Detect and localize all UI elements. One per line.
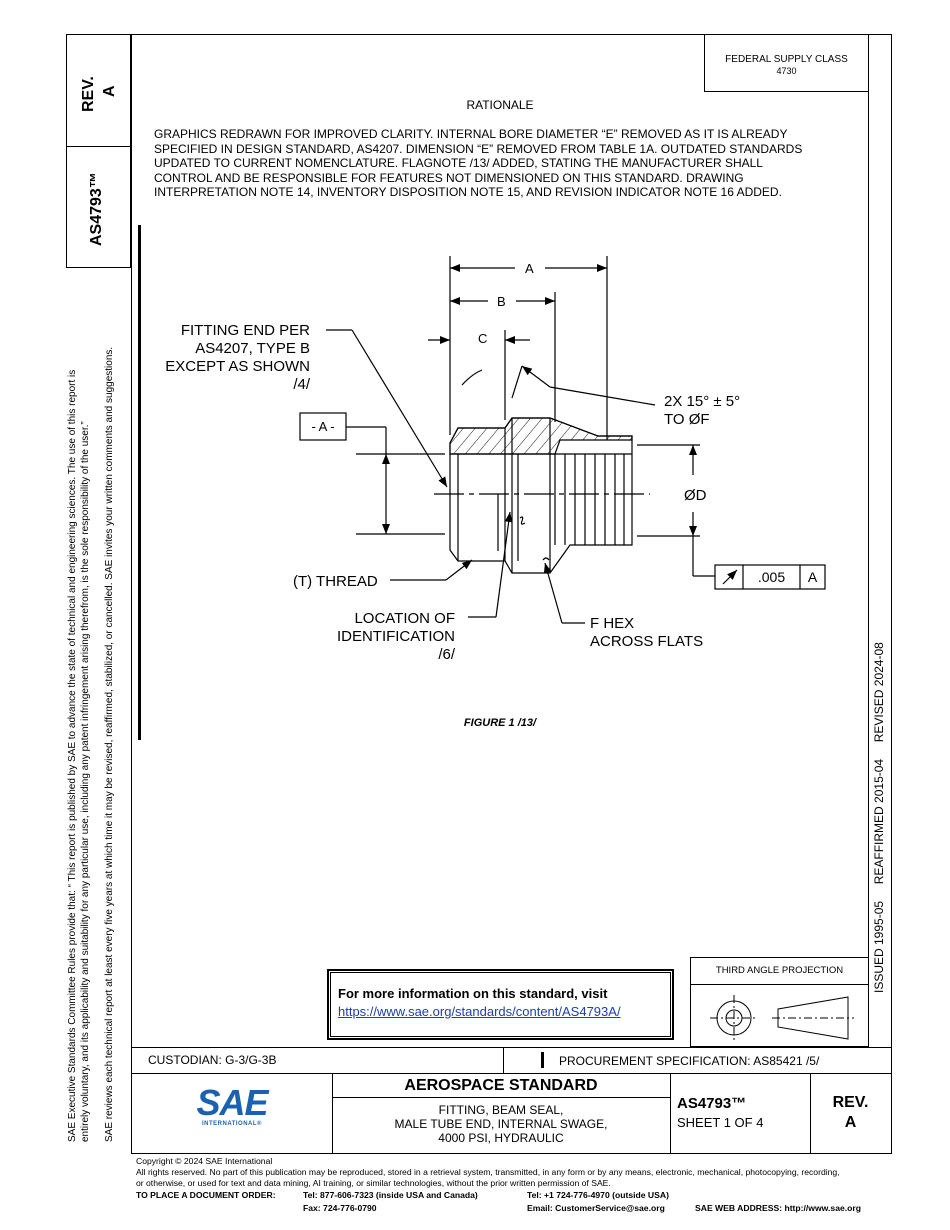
frame-top bbox=[131, 34, 892, 35]
order-label: TO PLACE A DOCUMENT ORDER: bbox=[136, 1190, 276, 1200]
rationale-line: CONTROL AND BE RESPONSIBLE FOR FEATURES … bbox=[154, 170, 744, 185]
web-address[interactable]: SAE WEB ADDRESS: http://www.sae.org bbox=[695, 1203, 861, 1213]
dim-a-label: A bbox=[525, 261, 534, 276]
dia-d-label: ØD bbox=[684, 487, 707, 504]
document-description: FITTING, BEAM SEAL, MALE TUBE END, INTER… bbox=[332, 1103, 670, 1145]
tolerance-datum: A bbox=[807, 569, 818, 585]
info-text: For more information on this standard, v… bbox=[338, 986, 608, 1001]
third-angle-symbol-icon bbox=[710, 995, 854, 1041]
frame-left bbox=[131, 34, 132, 1154]
location-line: IDENTIFICATION bbox=[336, 628, 455, 645]
hex-line: ACROSS FLATS bbox=[590, 633, 704, 650]
title-block-split bbox=[503, 1047, 504, 1073]
rights-line: All rights reserved. No part of this pub… bbox=[136, 1167, 840, 1177]
sae-logo: SAE INTERNATIONAL® bbox=[190, 1082, 274, 1128]
rationale-line: SPECIFIED IN DESIGN STANDARD, AS4207. DI… bbox=[154, 141, 803, 156]
projection-divider bbox=[690, 984, 869, 985]
rationale-line: INTERPRETATION NOTE 14, INVENTORY DISPOS… bbox=[154, 185, 782, 200]
title-block-bottom bbox=[131, 1153, 892, 1154]
fitting-end-line: EXCEPT AS SHOWN bbox=[165, 358, 310, 375]
sae-logo-sub: INTERNATIONAL® bbox=[202, 1121, 262, 1127]
fitting-drawing bbox=[299, 256, 826, 624]
procurement-marker bbox=[541, 1052, 544, 1068]
location-note: LOCATION OF IDENTIFICATION /6/ bbox=[300, 610, 455, 664]
info-box bbox=[327, 969, 674, 1040]
description-line: 4000 PSI, HYDRAULIC bbox=[438, 1131, 564, 1145]
fitting-end-line: /4/ bbox=[293, 376, 310, 393]
thread-note: (T) THREAD bbox=[293, 573, 378, 590]
issue-dates: ISSUED 1995-05 REAFFIRMED 2015-04 REVISE… bbox=[872, 642, 886, 993]
tolerance-value: .005 bbox=[757, 569, 786, 585]
hex-line: F HEX bbox=[590, 615, 635, 632]
projection-label: THIRD ANGLE PROJECTION bbox=[715, 965, 844, 976]
angle-note: 2X 15° ± 5° TO ØF bbox=[664, 393, 740, 429]
fsc-box bbox=[704, 34, 869, 92]
frame-right bbox=[891, 34, 892, 1154]
angle-line: TO ØF bbox=[664, 411, 710, 428]
fitting-end-note: FITTING END PER AS4207, TYPE B EXCEPT AS… bbox=[130, 322, 310, 394]
info-box-inner bbox=[330, 972, 671, 1037]
location-line: LOCATION OF bbox=[354, 610, 455, 627]
description-line: FITTING, BEAM SEAL, bbox=[438, 1103, 564, 1117]
standard-link[interactable]: https://www.sae.org/standards/content/AS… bbox=[338, 1004, 621, 1019]
title-doc-number: AS4793™ bbox=[677, 1095, 747, 1112]
rights-line: or otherwise, or used for text and data … bbox=[136, 1178, 611, 1188]
left-docno-box bbox=[66, 146, 131, 268]
rationale-title: RATIONALE bbox=[466, 98, 534, 112]
title-block-top bbox=[131, 1047, 892, 1048]
description-line: MALE TUBE END, INTERNAL SWAGE, bbox=[394, 1117, 608, 1131]
fsc-value: 4730 bbox=[776, 66, 797, 76]
angle-line: 2X 15° ± 5° bbox=[664, 393, 741, 410]
revision-bar bbox=[138, 225, 141, 740]
copyright: Copyright © 2024 SAE International bbox=[136, 1156, 273, 1166]
fitting-end-line: FITTING END PER bbox=[180, 322, 310, 339]
dim-c-label: C bbox=[478, 331, 488, 346]
custodian-label: CUSTODIAN: G-3/G-3B bbox=[148, 1053, 277, 1067]
location-line: /6/ bbox=[438, 646, 455, 663]
tel-usa: Tel: 877-606-7323 (inside USA and Canada… bbox=[303, 1190, 478, 1200]
title-block-col1 bbox=[332, 1073, 333, 1153]
sheet-number: SHEET 1 OF 4 bbox=[677, 1115, 764, 1130]
fsc-label: FEDERAL SUPPLY CLASS bbox=[725, 54, 848, 65]
rationale-line: UPDATED TO CURRENT NOMENCLATURE. FLAGNOT… bbox=[154, 156, 763, 171]
title-block-row bbox=[131, 1073, 892, 1074]
datum-a-label: - A - bbox=[311, 419, 335, 434]
rationale-text: GRAPHICS REDRAWN FOR IMPROVED CLARITY. I… bbox=[154, 127, 854, 200]
title-rev-letter: A bbox=[844, 1114, 857, 1131]
footer: Copyright © 2024 SAE International All r… bbox=[136, 1156, 916, 1189]
tel-outside: Tel: +1 724-776-4970 (outside USA) bbox=[527, 1190, 669, 1200]
title-block-col3 bbox=[810, 1073, 811, 1153]
dim-b-label: B bbox=[497, 294, 506, 309]
document-type: AEROSPACE STANDARD bbox=[404, 1077, 598, 1094]
title-rev-label: REV. bbox=[832, 1094, 869, 1111]
projection-box bbox=[690, 957, 869, 1047]
procurement-label: PROCUREMENT SPECIFICATION: AS85421 /5/ bbox=[559, 1054, 820, 1068]
heading-underline bbox=[332, 1097, 670, 1098]
title-block-col2 bbox=[670, 1073, 671, 1153]
email[interactable]: Email: CustomerService@sae.org bbox=[527, 1203, 665, 1213]
hex-note: F HEX ACROSS FLATS bbox=[590, 615, 703, 651]
date-strip-divider bbox=[868, 34, 869, 1046]
sae-logo-text: SAE bbox=[196, 1082, 268, 1123]
figure-caption: FIGURE 1 /13/ bbox=[463, 717, 537, 729]
rationale-line: GRAPHICS REDRAWN FOR IMPROVED CLARITY. I… bbox=[154, 127, 788, 141]
fitting-end-line: AS4207, TYPE B bbox=[195, 340, 310, 357]
fax: Fax: 724-776-0790 bbox=[303, 1203, 377, 1213]
